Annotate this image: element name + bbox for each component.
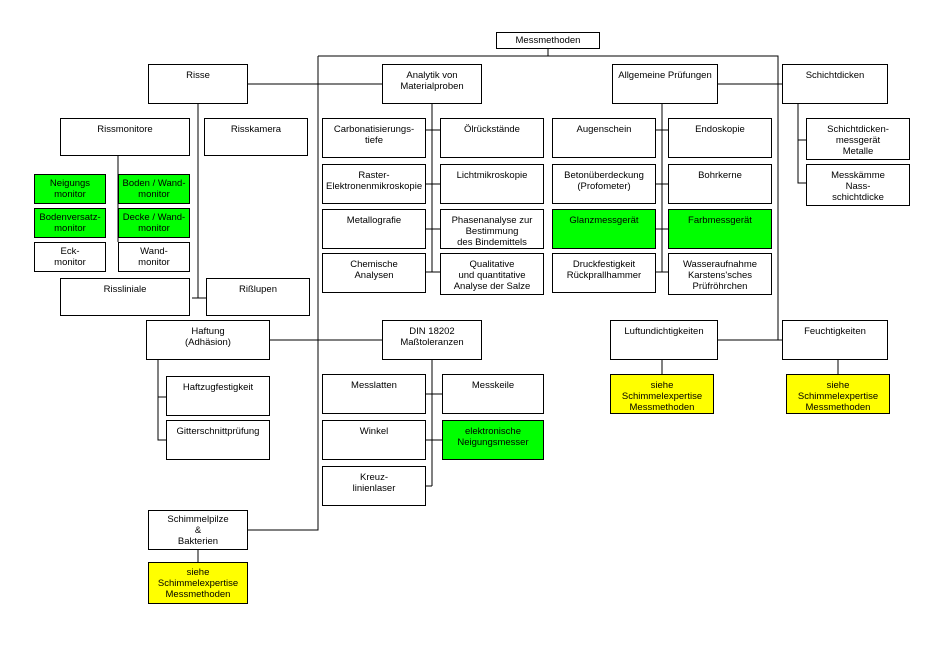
node-schichtdicken-messgeraet: Schichtdicken- messgerät Metalle	[806, 118, 910, 160]
node-feuchte-verweis: siehe Schimmelexpertise Messmethoden	[786, 374, 890, 414]
node-haftzugfestigkeit: Haftzugfestigkeit	[166, 376, 270, 416]
node-bohrkerne: Bohrkerne	[668, 164, 772, 204]
node-rasterelektronen: Raster- Elektronenmikroskopie	[322, 164, 426, 204]
node-haftung: Haftung (Adhäsion)	[146, 320, 270, 360]
node-risskamera: Risskamera	[204, 118, 308, 156]
node-wasseraufnahme: Wasseraufnahme Karstens'sches Prüfröhrch…	[668, 253, 772, 295]
node-rissmonitore: Rissmonitore	[60, 118, 190, 156]
node-augenschein: Augenschein	[552, 118, 656, 158]
node-chemische-analysen: Chemische Analysen	[322, 253, 426, 293]
node-messmethoden: Messmethoden	[496, 32, 600, 49]
node-feuchtigkeiten: Feuchtigkeiten	[782, 320, 888, 360]
node-analytik: Analytik von Materialproben	[382, 64, 482, 104]
node-messlatten: Messlatten	[322, 374, 426, 414]
node-farbmessgeraet: Farbmessgerät	[668, 209, 772, 249]
node-boden-wand-monitor: Boden / Wand- monitor	[118, 174, 190, 204]
node-risse: Risse	[148, 64, 248, 104]
node-lichtmikroskopie: Lichtmikroskopie	[440, 164, 544, 204]
node-neigungsmonitor: Neigungs monitor	[34, 174, 106, 204]
node-bodenversatzmonitor: Bodenversatz- monitor	[34, 208, 106, 238]
node-glanzmessgeraet: Glanzmessgerät	[552, 209, 656, 249]
node-oelrueckstaende: Ölrückstände	[440, 118, 544, 158]
node-din-18202: DIN 18202 Maßtoleranzen	[382, 320, 482, 360]
node-allgemeine-pruefungen: Allgemeine Prüfungen	[612, 64, 718, 104]
node-decke-wand-monitor: Decke / Wand- monitor	[118, 208, 190, 238]
node-betonueberdeckung: Betonüberdeckung (Profometer)	[552, 164, 656, 204]
node-kreuzlinienlaser: Kreuz- linienlaser	[322, 466, 426, 506]
node-elektronische-neigungsmesser: elektronische Neigungsmesser	[442, 420, 544, 460]
node-risslupen: Rißlupen	[206, 278, 310, 316]
node-druckfestigkeit: Druckfestigkeit Rückprallhammer	[552, 253, 656, 293]
node-endoskopie: Endoskopie	[668, 118, 772, 158]
node-phasenanalyse: Phasenanalyse zur Bestimmung des Bindemi…	[440, 209, 544, 249]
node-eckmonitor: Eck- monitor	[34, 242, 106, 272]
node-messkeile: Messkeile	[442, 374, 544, 414]
node-gitterschnittpruefung: Gitterschnittprüfung	[166, 420, 270, 460]
node-schimmelpilze: Schimmelpilze & Bakterien	[148, 510, 248, 550]
node-rissliniale: Rissliniale	[60, 278, 190, 316]
node-luft-verweis: siehe Schimmelexpertise Messmethoden	[610, 374, 714, 414]
node-schimmel-verweis: siehe Schimmelexpertise Messmethoden	[148, 562, 248, 604]
node-wandmonitor: Wand- monitor	[118, 242, 190, 272]
node-analyse-salze: Qualitative und quantitative Analyse der…	[440, 253, 544, 295]
node-messkaemme: Messkämme Nass- schichtdicke	[806, 164, 910, 206]
node-luftundichtigkeiten: Luftundichtigkeiten	[610, 320, 718, 360]
node-winkel: Winkel	[322, 420, 426, 460]
node-carbonatisierung: Carbonatisierungs- tiefe	[322, 118, 426, 158]
node-metallografie: Metallografie	[322, 209, 426, 249]
node-schichtdicken: Schichtdicken	[782, 64, 888, 104]
